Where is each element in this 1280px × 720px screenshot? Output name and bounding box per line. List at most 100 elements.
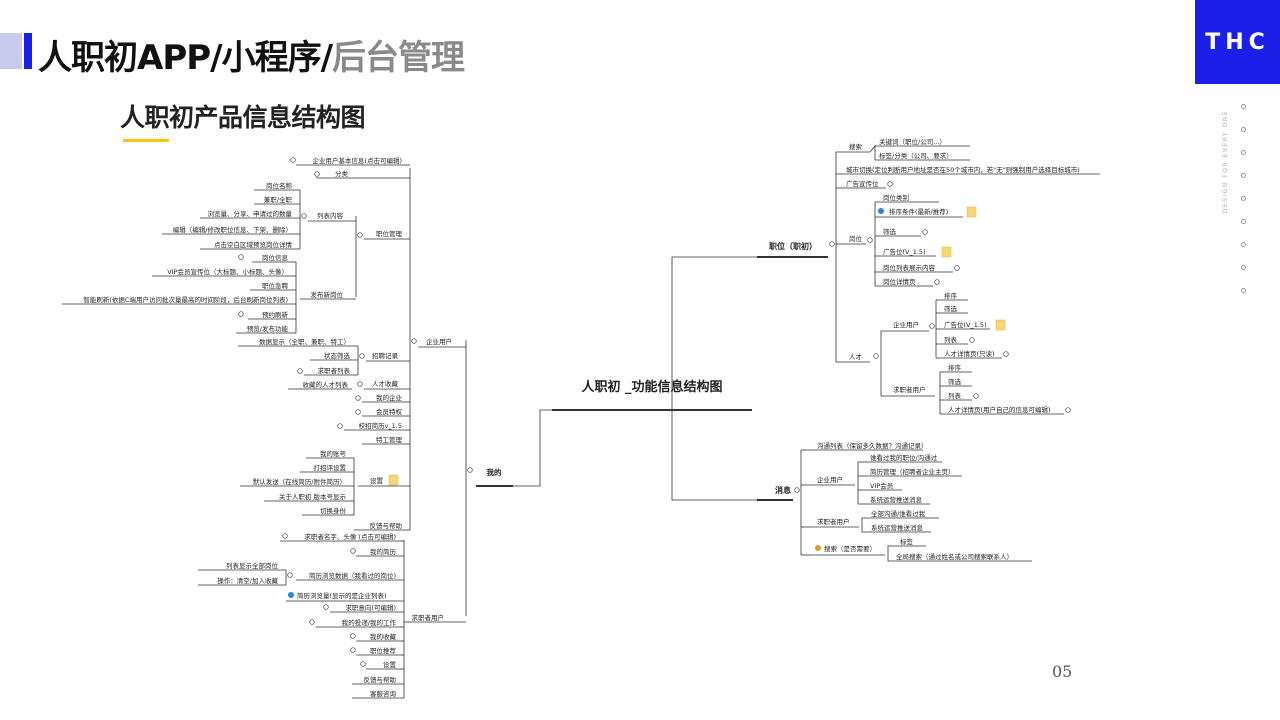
connector-line xyxy=(513,409,552,487)
expand-marker-icon xyxy=(282,533,288,539)
expand-marker-icon xyxy=(359,353,365,359)
page-title-rest: 后台管理 xyxy=(332,38,465,78)
node-ad-v15: 广告位(V_1.5) xyxy=(883,247,926,256)
connector-line xyxy=(861,527,867,533)
expand-marker-icon xyxy=(355,409,361,415)
expand-marker-icon xyxy=(290,157,296,163)
node-p-urgent: 职位急聘 xyxy=(262,281,289,290)
node-biz-user: 企业用户 xyxy=(893,320,919,329)
node-post-detail: 岗位详情页 xyxy=(883,277,916,286)
note-icon xyxy=(966,206,977,218)
expand-marker-icon xyxy=(887,181,893,187)
node-s-detail: 人才详情页(用户自己的信息可编辑) xyxy=(948,405,1051,414)
node-fav-talent: 人才收藏 xyxy=(372,379,399,388)
node-r-list: 求职者列表 xyxy=(318,366,351,375)
expand-marker-icon xyxy=(954,265,960,271)
diagram-subtitle: 人职初产品信息结构图 xyxy=(120,103,366,132)
node-st-switch: 切换身份 xyxy=(320,506,347,515)
connector-line xyxy=(869,144,876,160)
node-m-all: 全部沟通/谁看过我 xyxy=(871,509,926,518)
node-m-sys: 系统运营推送消息 xyxy=(870,495,923,504)
expand-marker-icon xyxy=(873,353,879,359)
node-st-account: 我的账号 xyxy=(320,449,347,458)
expand-marker-icon xyxy=(829,241,835,247)
expand-marker-icon xyxy=(794,487,800,493)
node-m-biz: 企业用户 xyxy=(817,475,843,484)
thc-logo: THC xyxy=(1195,0,1280,84)
node-settings: 设置 xyxy=(370,476,384,485)
node-recruit: 招聘记录 xyxy=(372,351,399,360)
node-m-sys2: 系统运营推送消息 xyxy=(871,523,924,532)
expand-marker-icon xyxy=(411,338,417,344)
node-t-list: 列表 xyxy=(944,335,958,344)
node-root: 人职初 _功能信息结构图 xyxy=(581,379,722,395)
node-special: 特工管理 xyxy=(376,435,403,444)
title-accent-bar xyxy=(0,33,22,69)
node-lc-name: 岗位名称 xyxy=(266,181,293,190)
node-j-service: 客服咨询 xyxy=(370,689,397,698)
node-fav-label: 收藏的人才列表 xyxy=(303,380,349,389)
expand-marker-icon xyxy=(350,548,356,554)
node-p-preview: 预览/发布功能 xyxy=(247,324,289,333)
page-title-main: 人职初APP/小程序/ xyxy=(38,38,333,78)
node-j-feedback: 反馈与帮助 xyxy=(364,675,397,684)
node-st-rate: 打招评设置 xyxy=(314,463,347,472)
node-j-recommend: 职位推荐 xyxy=(370,646,397,655)
node-tag: 标签/分类（公司、要求） xyxy=(879,151,953,160)
expand-marker-icon xyxy=(934,279,940,285)
node-ad-banner: 广告宣传位 xyxy=(846,179,879,188)
node-p-vip: VIP会员宣传位（大标题、小标题、头像） xyxy=(167,267,288,276)
node-job: 职位（职初） xyxy=(769,241,817,251)
node-m-vip: VIP会员 xyxy=(870,481,894,490)
node-member: 会员特权 xyxy=(376,407,403,416)
title-accent-mark xyxy=(24,33,32,69)
expand-marker-icon xyxy=(238,311,244,317)
expand-marker-icon xyxy=(337,423,343,429)
expand-marker-icon xyxy=(929,323,935,329)
node-filter: 筛选 xyxy=(883,227,897,236)
expand-marker-icon xyxy=(301,213,307,219)
expand-marker-icon xyxy=(238,254,244,260)
expand-marker-icon xyxy=(350,647,356,653)
node-p-book: 预约刷新 xyxy=(262,310,289,319)
node-post-type: 岗位类别 xyxy=(883,193,909,202)
node-city: 城市切换(定位判断用户地址是否在50个城市内，若"无"则强制用户选择目标城市) xyxy=(846,165,1080,174)
node-t-sort: 排序 xyxy=(944,291,958,300)
node-my-company: 我的企业 xyxy=(376,393,403,402)
expand-marker-icon xyxy=(1003,351,1009,357)
node-keyword: 关键词（职位/公司...） xyxy=(879,137,946,146)
node-r-status: 状态筛选 xyxy=(324,351,351,360)
node-t-ad: 广告位(V_1.5) xyxy=(944,320,987,329)
connector-line xyxy=(835,151,846,257)
node-lc-edit: 编辑（编辑/修改职位信息、下架、删除） xyxy=(173,225,292,234)
node-j-intent: 求职意向(可编辑) xyxy=(345,603,396,612)
node-j-browse: 简历浏览数据（我看过的岗位) xyxy=(309,571,396,580)
node-p-smart: 智能刷新(依据C端用户访问批次量最高的时间阶段，后台刷新岗位列表) xyxy=(83,295,288,304)
node-lc-preview: 点击空白区域预览岗位详情 xyxy=(214,240,293,249)
subtitle-underline xyxy=(123,139,169,142)
connector-line xyxy=(887,545,896,555)
expand-marker-icon xyxy=(357,381,363,387)
connector-line xyxy=(861,517,867,527)
expand-marker-icon xyxy=(467,467,473,473)
node-j-resume: 我的简历 xyxy=(370,547,397,556)
node-msg-list: 沟通列表（保留多久数据？沟通记录） xyxy=(817,441,928,450)
node-t-detail: 人才详情页(只读) xyxy=(944,349,995,358)
connector-line xyxy=(671,256,757,410)
expand-marker-icon xyxy=(309,619,315,625)
node-s-sort: 排序 xyxy=(948,363,962,372)
note-icon xyxy=(941,246,952,258)
expand-marker-icon xyxy=(297,368,303,374)
node-m-viewed: 谁看过我的职位/沟通过 xyxy=(870,453,938,462)
node-feedback: 反馈与帮助 xyxy=(370,521,403,530)
expand-marker-icon xyxy=(922,229,928,235)
node-campus: 校招简历v_1.5 xyxy=(359,421,402,430)
node-s-list: 列表 xyxy=(948,391,962,400)
node-j-b-list: 列表显示全部岗位 xyxy=(226,561,279,570)
expand-marker-icon xyxy=(357,232,363,238)
node-s-filter: 筛选 xyxy=(948,377,962,386)
connector-line xyxy=(282,569,287,580)
node-search: 搜索 xyxy=(849,142,863,151)
node-list-content: 列表内容 xyxy=(317,211,344,220)
node-m-search: 搜索（是否需要） xyxy=(824,544,876,553)
